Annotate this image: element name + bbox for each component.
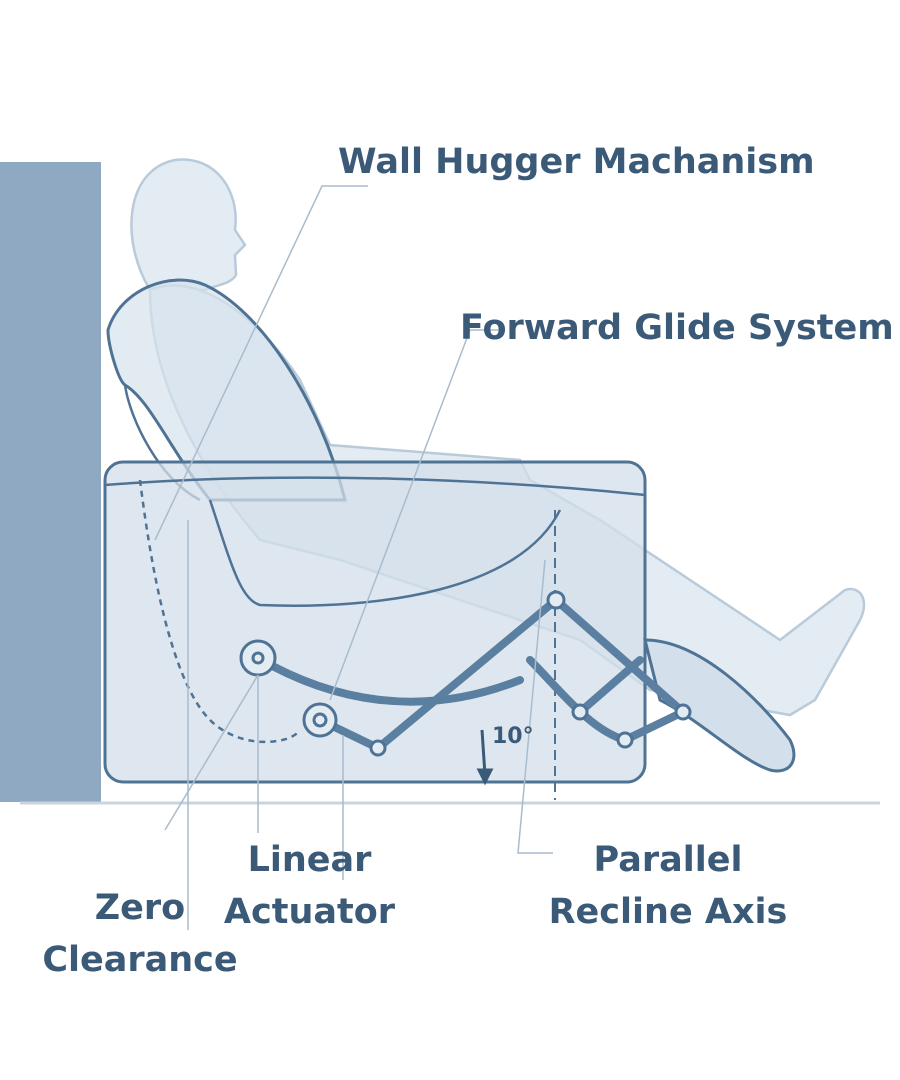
wall <box>0 162 101 802</box>
label-line: Parallel <box>593 840 743 880</box>
label-wall-hugger-mechanism: Wall Hugger Machanism <box>338 142 815 182</box>
label-line: Clearance <box>42 940 238 980</box>
leader-lines <box>154 185 553 930</box>
label-zero-clearance: Zero Clearance <box>30 882 250 986</box>
label-line: Recline Axis <box>548 892 788 932</box>
angle-arrow <box>476 729 494 786</box>
chair-base <box>103 460 647 784</box>
label-linear-actuator: Linear Actuator <box>222 834 397 938</box>
label-line: Zero <box>94 888 186 928</box>
label-line: Actuator <box>223 892 396 932</box>
footrest <box>643 638 796 773</box>
label-forward-glide-system: Forward Glide System <box>460 308 894 348</box>
label-line: Linear <box>247 840 372 880</box>
label-parallel-recline-axis: Parallel Recline Axis <box>548 834 788 938</box>
mechanism-linkage <box>254 596 687 752</box>
angle-label: 10° <box>492 724 534 749</box>
